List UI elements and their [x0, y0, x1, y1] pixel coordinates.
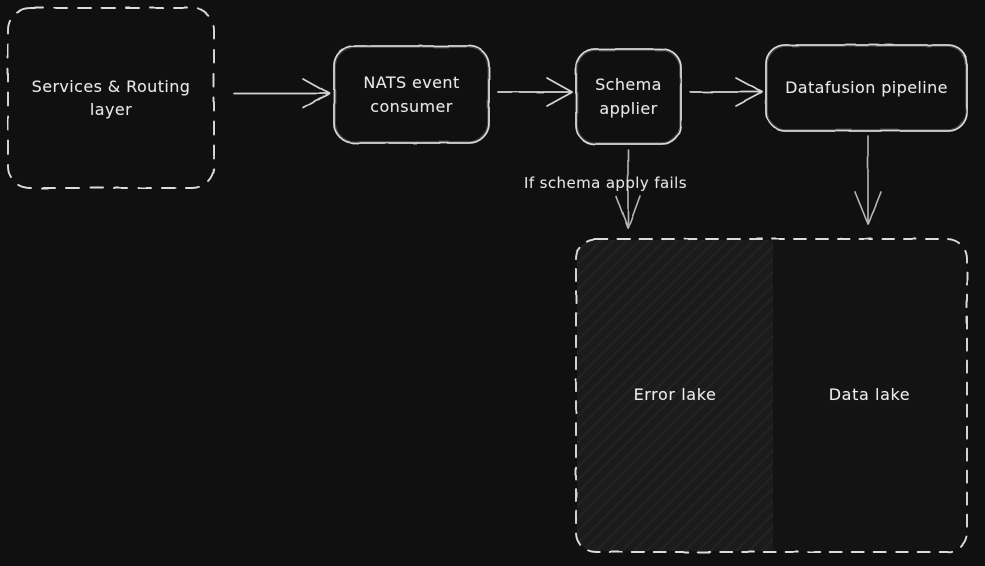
lake-label-error-lake: Error lake — [633, 385, 717, 404]
arrow-datafusion-to-data-lake — [854, 135, 882, 225]
edge-label-if-schema-apply-fails: If schema apply fails — [524, 174, 687, 192]
services-routing-layer-shape — [7, 7, 215, 189]
datafusion-pipeline-shape — [765, 44, 968, 132]
lake-container-group — [575, 238, 968, 553]
arrow-schema-to-datafusion — [689, 77, 763, 107]
schema-applier-shape — [575, 48, 682, 145]
error-lake-fill — [577, 240, 773, 551]
nats-event-consumer-shape — [333, 45, 490, 144]
arrow-schema-to-error-lake — [615, 149, 641, 229]
lake-label-data-lake: Data lake — [828, 385, 911, 404]
arrow-services-to-nats — [233, 78, 330, 109]
lake-container-border — [575, 238, 968, 553]
data-lake-fill — [773, 240, 966, 551]
arrow-nats-to-schema — [497, 77, 573, 107]
